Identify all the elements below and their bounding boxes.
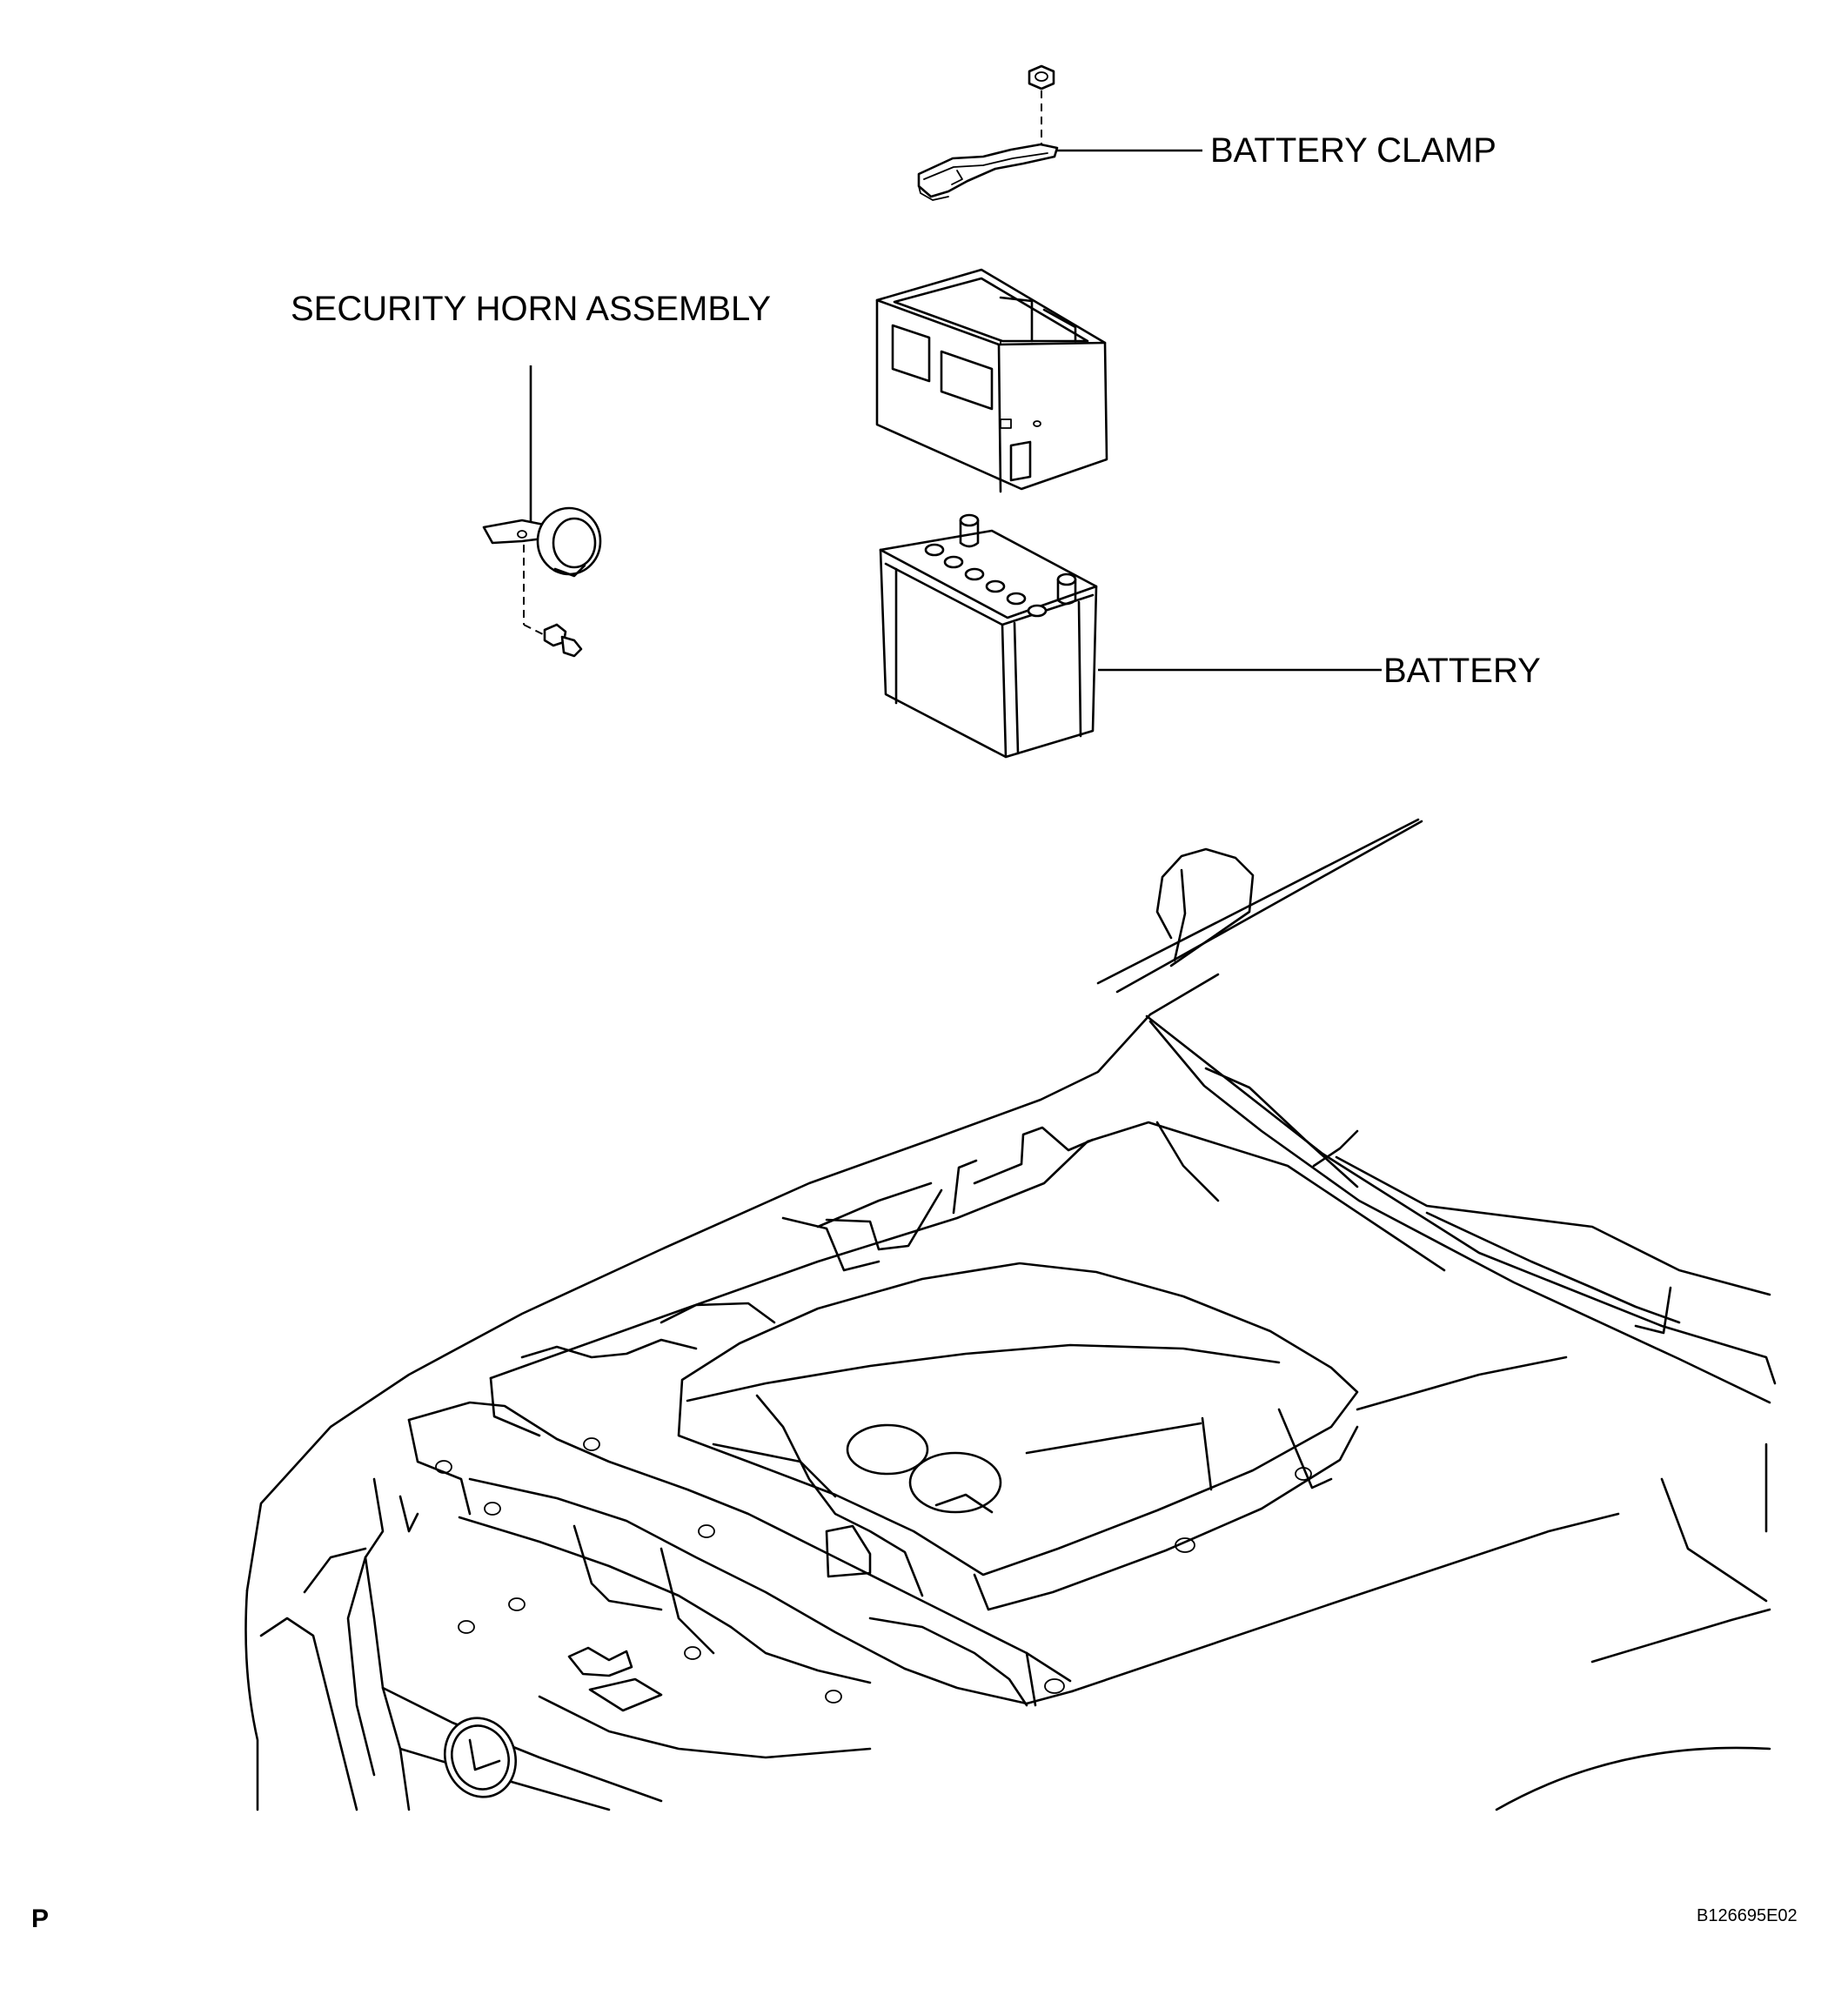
- horn-bolt-dashed-line-2: [523, 624, 546, 636]
- security-horn-label: SECURITY HORN ASSEMBLY: [291, 290, 771, 328]
- security-horn-icon: [482, 506, 602, 578]
- battery-icon: [879, 513, 1098, 759]
- vehicle-engine-bay-icon: [244, 818, 1777, 1811]
- page-marker: P: [31, 1905, 49, 1933]
- battery-label: BATTERY: [1383, 652, 1541, 690]
- horn-bolt-icon: [543, 623, 583, 658]
- battery-box-icon: [875, 268, 1108, 493]
- battery-clamp-label: BATTERY CLAMP: [1210, 131, 1496, 170]
- battery-clamp-icon: [917, 143, 1059, 201]
- battery-clamp-nut-icon: [1028, 64, 1055, 90]
- figure-id: B126695E02: [1697, 1906, 1798, 1925]
